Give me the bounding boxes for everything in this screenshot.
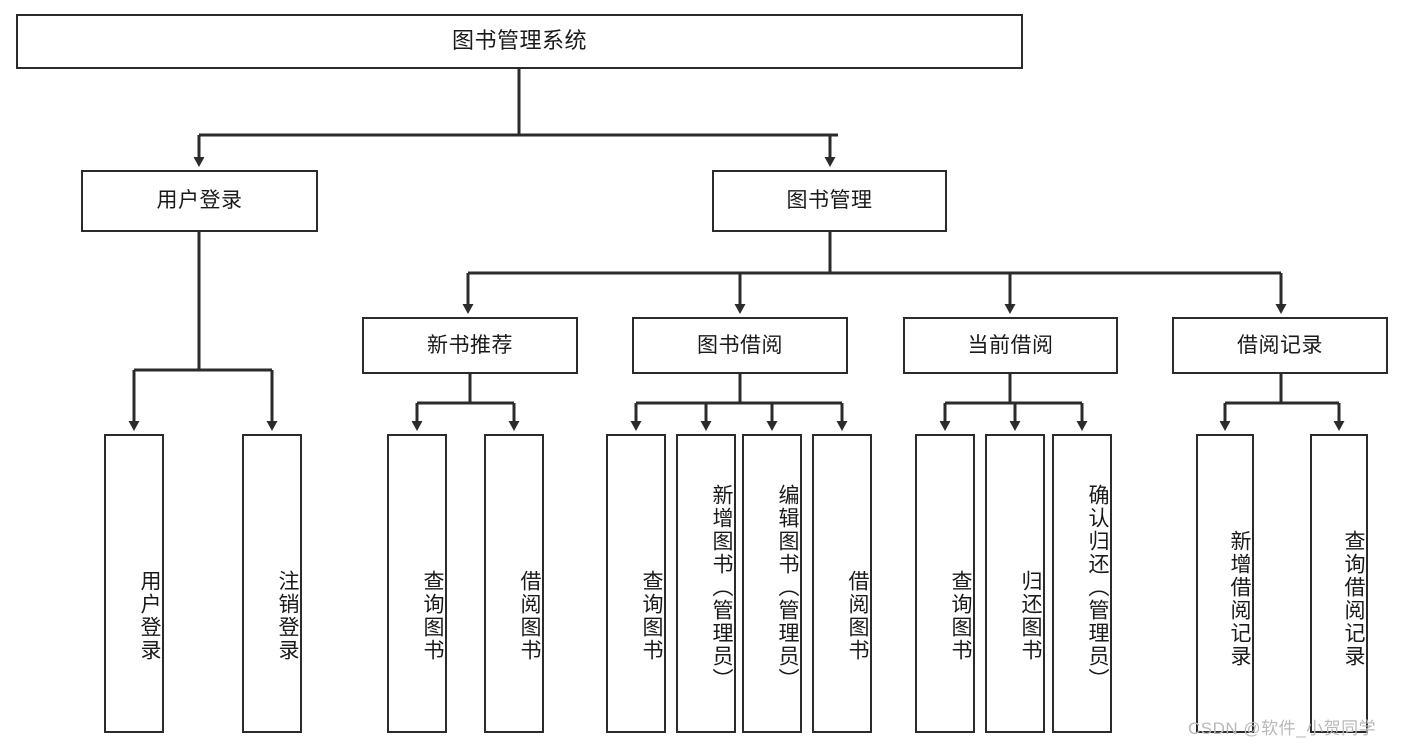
node-borrow-record[interactable]: 借阅记录 [1172, 317, 1388, 374]
node-leaf-return-book[interactable]: 归还图书 [985, 434, 1045, 733]
node-leaf-user-login[interactable]: 用户登录 [104, 434, 164, 733]
node-leaf-confirm-return[interactable]: 确认归还（管理员） [1052, 434, 1112, 733]
node-leaf-add-book[interactable]: 新增图书（管理员） [676, 434, 736, 733]
node-leaf-query-book-current[interactable]: 查询图书 [915, 434, 975, 733]
node-leaf-add-borrow-record[interactable]: 新增借阅记录 [1196, 434, 1254, 733]
node-new-book-recommend[interactable]: 新书推荐 [362, 317, 578, 374]
watermark-text: CSDN @软件_小贺同学 [1188, 719, 1377, 738]
node-leaf-borrow-book[interactable]: 借阅图书 [812, 434, 872, 733]
node-root-system[interactable]: 图书管理系统 [16, 14, 1023, 69]
node-leaf-query-borrow-record[interactable]: 查询借阅记录 [1310, 434, 1368, 733]
node-book-borrow[interactable]: 图书借阅 [632, 317, 848, 374]
node-leaf-edit-book[interactable]: 编辑图书（管理员） [742, 434, 802, 733]
node-user-login[interactable]: 用户登录 [81, 170, 318, 232]
node-book-manage[interactable]: 图书管理 [712, 170, 947, 232]
node-current-borrow[interactable]: 当前借阅 [903, 317, 1118, 374]
node-leaf-user-logout[interactable]: 注销登录 [242, 434, 302, 733]
node-leaf-query-book-recommend[interactable]: 查询图书 [387, 434, 447, 733]
node-leaf-query-book-borrow[interactable]: 查询图书 [606, 434, 666, 733]
node-leaf-borrow-book-recommend[interactable]: 借阅图书 [484, 434, 544, 733]
